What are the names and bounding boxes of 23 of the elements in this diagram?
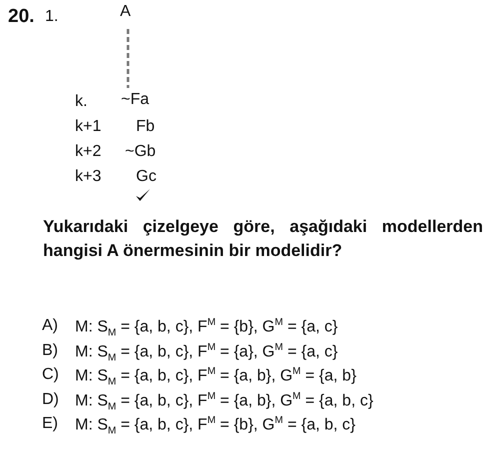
tree-line-text: Gc [136, 168, 156, 186]
formula-text: A [119, 3, 132, 22]
option-text: M: S$_{M}$ = {a, b, c}, F$^{M}$ = {a}, G$^{M}$ = {a, c} [75, 342, 338, 364]
tree-line-text: Fb [136, 118, 155, 136]
tree-line-text: k. [75, 93, 88, 112]
formula-text: ~Fa [120, 91, 150, 110]
option-text: M: S$_{M}$ = {a, b, c}, F$^{M}$ = {b}, G$^{M}$ = {a, b, c} [75, 415, 356, 437]
question-text: Yukarıdaki çizelgeye göre, aşağıdaki modellerden hangisi A önermesinin bir modelidir? [43, 216, 483, 262]
tree-line-text: k+1 [75, 118, 102, 136]
option-letter: C) [42, 366, 59, 384]
option-letter: E) [42, 415, 58, 434]
tree-line-text: 1. [45, 8, 58, 26]
tree-line-text: k+2 [75, 143, 102, 162]
option-text: M: S$_{M}$ = {a, b, c}, F$^{M}$ = {a, b}, G$^{M}$ = {a, b} [75, 366, 356, 388]
option-text: M: S$_{M}$ = {a, b, c}, F$^{M}$ = {a, b}, G$^{M}$ = {a, b, c} [75, 390, 374, 412]
option-letter: B) [42, 342, 58, 360]
tree-line-text: k+3 [75, 168, 102, 186]
option-letter: A) [42, 317, 58, 336]
dashed-line [126, 29, 130, 88]
option-letter: D) [42, 390, 59, 409]
tree-line-text: ~Gb [125, 143, 156, 162]
question-number: 20. [8, 6, 34, 28]
option-text: M: S$_{M}$ = {a, b, c}, F$^{M}$ = {b}, G$^{M}$ = {a, c} [75, 317, 338, 339]
